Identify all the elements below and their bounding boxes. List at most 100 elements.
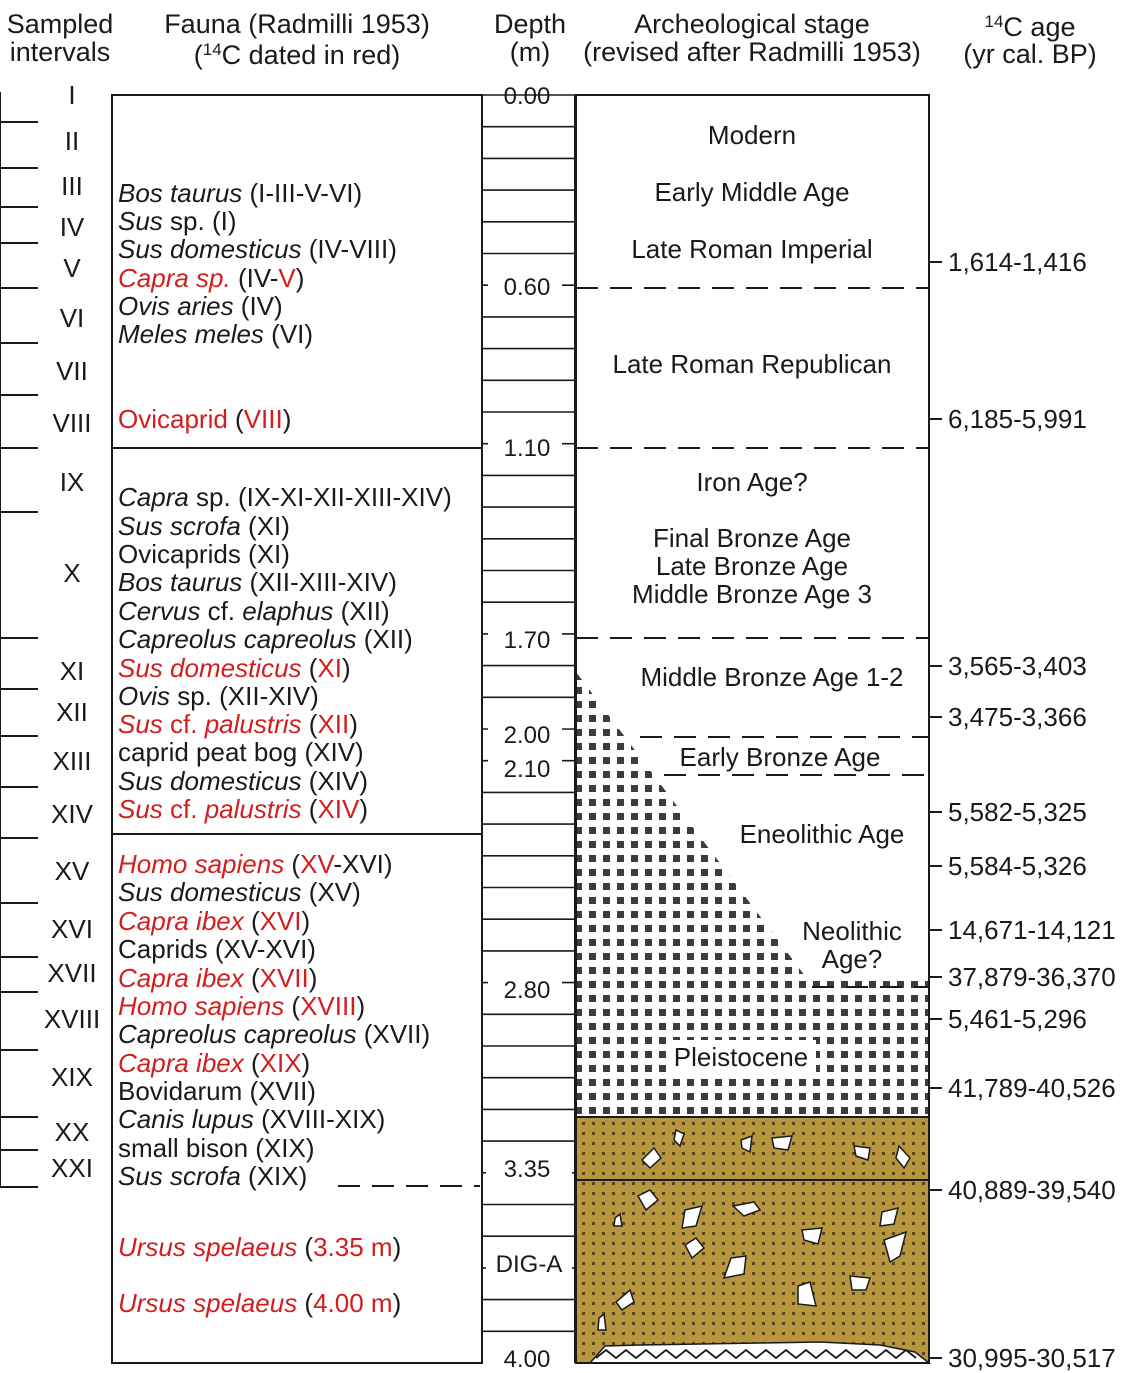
interval-label: XX	[55, 1117, 90, 1147]
header-fauna-line2: (14C dated in red)	[194, 40, 401, 70]
header-fauna-line1: Fauna (Radmilli 1953)	[164, 9, 430, 39]
fauna-entry: Ursus spelaeus (3.35 m)	[118, 1232, 401, 1262]
depth-label-0-00: 0.00	[504, 83, 551, 110]
age-label: 3,475-3,366	[948, 702, 1087, 732]
interval-label: VIII	[52, 408, 91, 438]
header-sampled-line1: Sampled	[7, 9, 114, 39]
fauna-entry: Homo sapiens (XVIII)	[118, 991, 365, 1021]
fauna-entry: Homo sapiens (XV-XVI)	[118, 849, 393, 879]
interval-label: XVIII	[44, 1004, 100, 1034]
fauna-entry: Sus domesticus (XIV)	[118, 766, 368, 796]
stage-label: Age?	[822, 944, 883, 974]
fauna-entry: Ursus spelaeus (4.00 m)	[118, 1288, 401, 1318]
fauna-entry: Meles meles (VI)	[118, 319, 313, 349]
depth-label-3-35: 3.35	[504, 1156, 551, 1183]
header-depth-line1: Depth	[494, 9, 566, 39]
fauna-entry: Sus domesticus (XV)	[118, 877, 361, 907]
age-label: 3,565-3,403	[948, 651, 1087, 681]
gravel-deposit	[576, 672, 929, 1117]
stage-label: Neolithic	[802, 916, 902, 946]
stage-label: Early Bronze Age	[680, 742, 881, 772]
interval-label: V	[63, 253, 81, 283]
depth-label-4-00: 4.00	[504, 1346, 551, 1373]
interval-label: XIV	[51, 799, 94, 829]
interval-label: XVII	[47, 958, 96, 988]
stage-label: Eneolithic Age	[740, 819, 905, 849]
fauna-entry: Sus scrofa (XIX)	[118, 1161, 307, 1191]
fauna-entry: Caprids (XV-XVI)	[118, 934, 316, 964]
depth-label-2-00: 2.00	[504, 722, 551, 749]
interval-label: XV	[55, 856, 90, 886]
fauna-entry: Bos taurus (XII-XIII-XIV)	[118, 567, 397, 597]
header-stage-line2: (revised after Radmilli 1953)	[583, 37, 921, 67]
age-column: 1,614-1,4166,185-5,9913,565-3,4033,475-3…	[929, 247, 1116, 1373]
fauna-entry: Ovicaprid (VIII)	[118, 404, 291, 434]
fauna-entry: Capra ibex (XVI)	[118, 906, 310, 936]
fauna-entry: caprid peat bog (XIV)	[118, 737, 364, 767]
interval-label: IV	[60, 212, 85, 242]
header-stage-line1: Archeological stage	[634, 9, 870, 39]
fauna-entry: small bison (XIX)	[118, 1133, 315, 1163]
interval-label: XIX	[51, 1062, 93, 1092]
fauna-entry: Canis lupus (XVIII-XIX)	[118, 1104, 385, 1134]
fauna-entry: Bos taurus (I-III-V-VI)	[118, 178, 362, 208]
interval-label: X	[63, 558, 80, 588]
fauna-entry: Sus scrofa (XI)	[118, 511, 290, 541]
age-label: 40,889-39,540	[948, 1175, 1116, 1205]
stage-label: Middle Bronze Age 1-2	[640, 662, 903, 692]
interval-label: XIII	[52, 746, 91, 776]
stage-label: Pleistocene	[674, 1042, 808, 1072]
interval-label: VI	[60, 303, 85, 333]
fauna-entry: Sus domesticus (IV-VIII)	[118, 234, 397, 264]
dig-a-label: DIG-A	[496, 1251, 563, 1278]
fauna-entry: Capreolus capreolus (XVII)	[118, 1019, 430, 1049]
age-label: 5,461-5,296	[948, 1004, 1087, 1034]
interval-label: VII	[56, 356, 88, 386]
age-label: 37,879-36,370	[948, 962, 1116, 992]
stage-label: Late Bronze Age	[656, 551, 848, 581]
stage-label: Early Middle Age	[654, 177, 849, 207]
header-age-line2: (yr cal. BP)	[963, 39, 1097, 69]
fauna-entry: Ovicaprids (XI)	[118, 539, 290, 569]
stage-label: Final Bronze Age	[653, 523, 851, 553]
depth-label-2-10: 2.10	[504, 756, 551, 783]
stage-label: Iron Age?	[696, 467, 807, 497]
stage-label: Late Roman Imperial	[631, 234, 872, 264]
header-depth-line2: (m)	[510, 37, 550, 67]
interval-label: XVI	[51, 914, 93, 944]
sediment-deposit	[576, 1117, 929, 1363]
stage-box	[575, 94, 930, 1364]
interval-label: I	[68, 80, 75, 110]
interval-label: IX	[60, 467, 85, 497]
sampled-intervals-column: IIIIIIIVVVIVIIVIIIIXXXIXIIXIIIXIVXVXVIXV…	[0, 80, 100, 1188]
interval-label: XXI	[51, 1153, 93, 1183]
depth-label-1-70: 1.70	[504, 627, 551, 654]
age-label: 14,671-14,121	[948, 915, 1116, 945]
fauna-entry: Cervus cf. elaphus (XII)	[118, 596, 390, 626]
age-label: 5,584-5,326	[948, 851, 1087, 881]
fauna-entry: Sus cf. palustris (XIV)	[118, 794, 368, 824]
depth-column: 0.00 0.60 1.10 1.70 2.00 2.10 2.80 3.35 …	[481, 83, 576, 1373]
depth-label-0-60: 0.60	[504, 274, 551, 301]
age-label: 1,614-1,416	[948, 247, 1087, 277]
fauna-entry: Sus cf. palustris (XII)	[118, 709, 358, 739]
pleistocene-label-bg	[666, 1040, 816, 1072]
stage-label: Modern	[708, 120, 796, 150]
header-age-line1: 14C age	[985, 12, 1076, 42]
age-label: 30,995-30,517	[948, 1343, 1116, 1373]
header-sampled-line2: intervals	[10, 37, 111, 67]
stage-label: Middle Bronze Age 3	[632, 579, 872, 609]
fauna-entry: Capreolus capreolus (XII)	[118, 624, 413, 654]
interval-label: XI	[60, 656, 85, 686]
interval-label: III	[61, 171, 83, 201]
fauna-column: Bos taurus (I-III-V-VI)Sus sp. (I)Sus do…	[111, 94, 483, 1364]
fauna-entry: Ovis sp. (XII-XIV)	[118, 681, 319, 711]
fauna-entry: Capra sp. (IV-V)	[118, 263, 304, 293]
fauna-entry: Capra ibex (XVII)	[118, 963, 317, 993]
age-label: 41,789-40,526	[948, 1073, 1116, 1103]
rock-clasts	[597, 1128, 911, 1331]
fauna-entry: Bovidarum (XVII)	[118, 1076, 316, 1106]
depth-label-1-10: 1.10	[504, 435, 551, 462]
